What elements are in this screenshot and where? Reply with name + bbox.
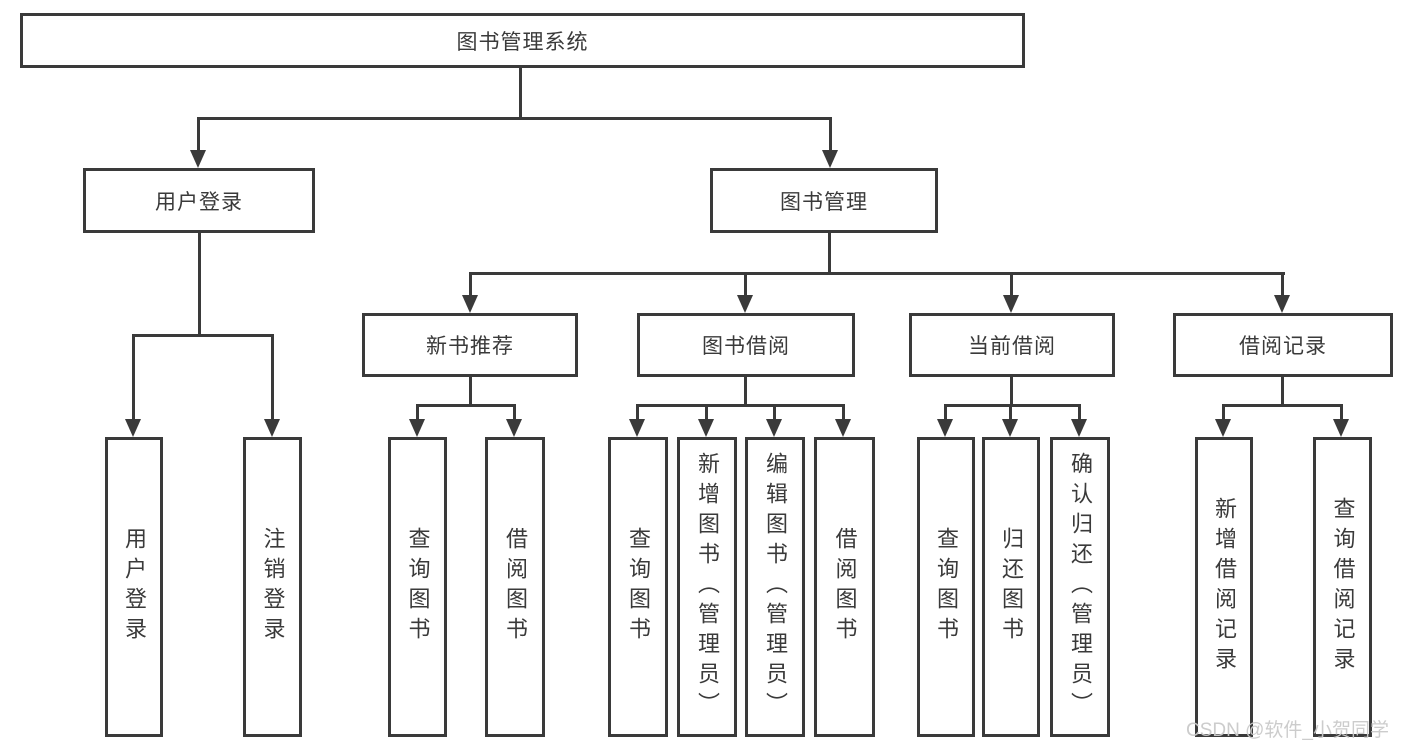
leaf-bb-query-book: 查询图书 (608, 437, 668, 737)
connector-line (744, 377, 747, 407)
leaf-label: 用户登录 (122, 527, 147, 647)
connector-line (519, 68, 522, 120)
leaf-label: 查询借阅记录 (1330, 497, 1356, 677)
connector-line (469, 272, 1285, 275)
leaf-nbr-borrow-book: 借阅图书 (485, 437, 545, 737)
leaf-label: 新增图书（管理员） (695, 452, 720, 722)
connector-line (197, 117, 832, 120)
connector-arrow (1274, 272, 1290, 313)
leaf-user-login: 用户登录 (105, 437, 163, 737)
leaf-nbr-query-book: 查询图书 (388, 437, 447, 737)
leaf-label: 编辑图书（管理员） (763, 452, 788, 722)
connector-line (132, 334, 274, 337)
connector-arrow (1333, 404, 1349, 437)
leaf-cb-return-book: 归还图书 (982, 437, 1040, 737)
leaf-bb-borrow-book: 借阅图书 (814, 437, 875, 737)
leaf-label: 查询图书 (626, 527, 651, 647)
connector-arrow (125, 334, 141, 437)
leaf-logout: 注销登录 (243, 437, 302, 737)
connector-arrow (629, 404, 645, 437)
connector-arrow (409, 404, 425, 437)
node-user-login-label: 用户登录 (155, 190, 243, 214)
connector-arrow (698, 404, 714, 437)
connector-line (1010, 377, 1013, 407)
node-label: 新书推荐 (426, 335, 514, 358)
node-new-book-recommend: 新书推荐 (362, 313, 578, 377)
connector-arrow (462, 272, 478, 313)
leaf-label: 归还图书 (999, 527, 1024, 647)
leaf-br-add-record: 新增借阅记录 (1195, 437, 1253, 737)
leaf-bb-add-book-admin: 新增图书（管理员） (677, 437, 737, 737)
leaf-bb-edit-book-admin: 编辑图书（管理员） (745, 437, 805, 737)
leaf-label: 新增借阅记录 (1212, 497, 1237, 677)
node-current-borrow: 当前借阅 (909, 313, 1115, 377)
connector-arrow (1003, 272, 1019, 313)
connector-arrow (835, 404, 851, 437)
connector-line (469, 377, 472, 407)
leaf-label: 查询图书 (934, 527, 959, 647)
leaf-label: 查询图书 (405, 527, 431, 647)
node-label: 图书借阅 (702, 335, 790, 358)
node-root-label: 图书管理系统 (456, 30, 589, 54)
connector-arrow (937, 404, 953, 437)
leaf-cb-confirm-return-admin: 确认归还（管理员） (1050, 437, 1110, 737)
connector-line (636, 404, 845, 407)
node-book-mgmt-label: 图书管理 (780, 190, 868, 214)
leaf-label: 借阅图书 (832, 527, 858, 647)
connector-arrow (1215, 404, 1231, 437)
connector-line (198, 232, 201, 337)
node-book-mgmt: 图书管理 (710, 168, 938, 233)
leaf-br-query-record: 查询借阅记录 (1313, 437, 1372, 737)
connector-arrow (822, 117, 838, 168)
leaf-label: 借阅图书 (503, 527, 528, 647)
connector-line (944, 404, 1081, 407)
node-user-login: 用户登录 (83, 168, 315, 233)
connector-arrow (506, 404, 522, 437)
leaf-label: 确认归还（管理员） (1068, 452, 1093, 722)
csdn-watermark: CSDN @软件_小贺同学 (1186, 720, 1389, 741)
node-label: 当前借阅 (968, 335, 1056, 358)
connector-arrow (264, 334, 280, 437)
node-label: 借阅记录 (1239, 335, 1327, 358)
leaf-cb-query-book: 查询图书 (917, 437, 975, 737)
leaf-label: 注销登录 (260, 527, 286, 647)
connector-arrow (1071, 404, 1087, 437)
node-borrow-record: 借阅记录 (1173, 313, 1393, 377)
connector-arrow (737, 272, 753, 313)
connector-line (1222, 404, 1343, 407)
connector-line (828, 232, 831, 275)
connector-line (1281, 377, 1284, 407)
connector-arrow (1002, 404, 1018, 437)
connector-line (416, 404, 516, 407)
connector-arrow (766, 404, 782, 437)
connector-arrow (190, 117, 206, 168)
node-book-borrow: 图书借阅 (637, 313, 855, 377)
node-root: 图书管理系统 (20, 13, 1025, 68)
